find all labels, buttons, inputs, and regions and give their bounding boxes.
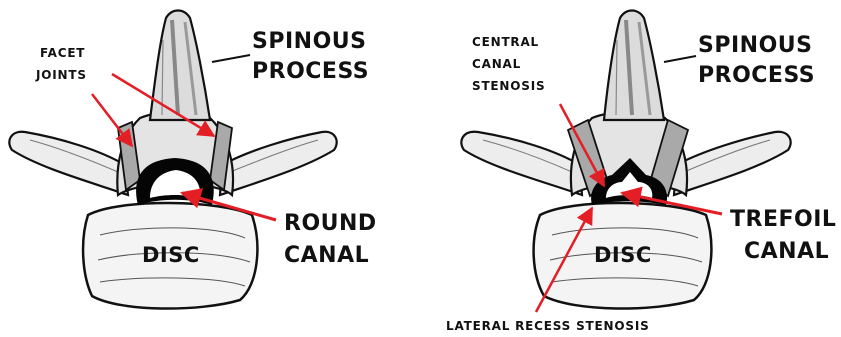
central-stenosis-label-line1: CENTRAL (472, 35, 539, 49)
central-stenosis-label-line2: CANAL (472, 57, 521, 71)
lateral-recess-label: LATERAL RECESS STENOSIS (446, 319, 650, 333)
facet-joints-label-line1: FACET (40, 46, 85, 60)
right-disc-label: DISC (594, 243, 652, 267)
spinous-pointer-left (212, 55, 250, 62)
round-canal-label-line1: ROUND (284, 211, 377, 236)
left-transverse-process-right (220, 132, 337, 195)
left-disc-label: DISC (142, 243, 200, 267)
left-spinous-label-line1: SPINOUS (252, 29, 366, 54)
spinous-pointer-right (664, 56, 696, 62)
trefoil-canal-label-line2: CANAL (744, 239, 829, 264)
right-transverse-process-right (674, 132, 791, 195)
left-transverse-process-left (9, 132, 128, 195)
right-spinous-label-line2: PROCESS (698, 63, 815, 88)
central-stenosis-label-line3: STENOSIS (472, 79, 545, 93)
right-transverse-process-left (461, 132, 582, 195)
right-spinous-label-line1: SPINOUS (698, 33, 812, 58)
left-spinous-label-line2: PROCESS (252, 59, 369, 84)
round-canal-label-line2: CANAL (284, 243, 369, 268)
facet-joints-label-line2: JOINTS (35, 68, 87, 82)
facet-arrow-1 (92, 94, 132, 146)
right-spinous-process (604, 11, 664, 121)
trefoil-canal-label-line1: TREFOIL (730, 207, 836, 232)
